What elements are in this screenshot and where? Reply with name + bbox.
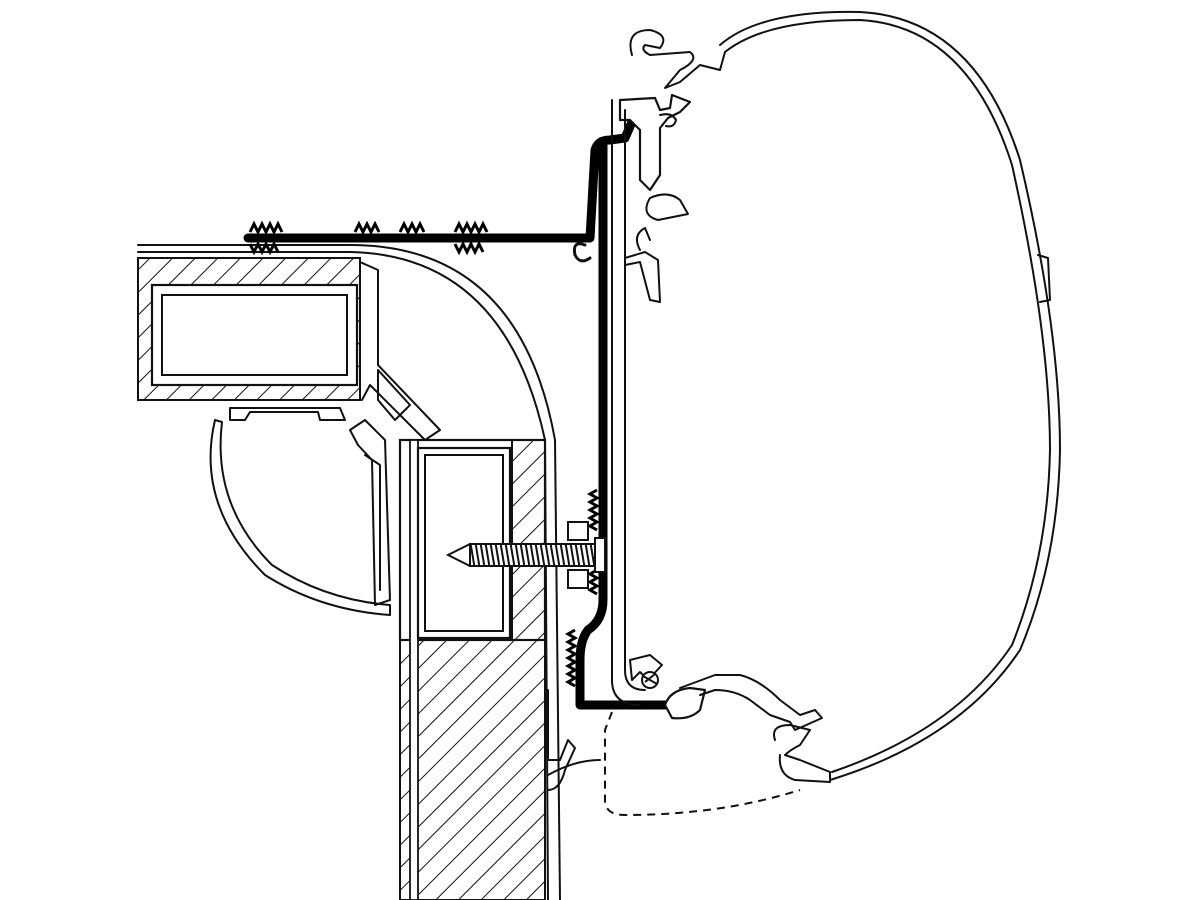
wall-panel [398,438,601,900]
wall-panel-hatched [399,639,546,900]
awning-cassette [604,10,1061,817]
fixing-screw [445,537,606,573]
dashed-alternate-profile [604,711,801,817]
adapter-vertical-serrations [564,488,601,688]
awning-adapter-rail [243,110,680,710]
adapter-horizontal-serrations [248,220,489,256]
corner-aluminium-profile [209,261,441,616]
roof-profile [137,244,561,900]
roof-beam-hollow-core [150,283,359,387]
